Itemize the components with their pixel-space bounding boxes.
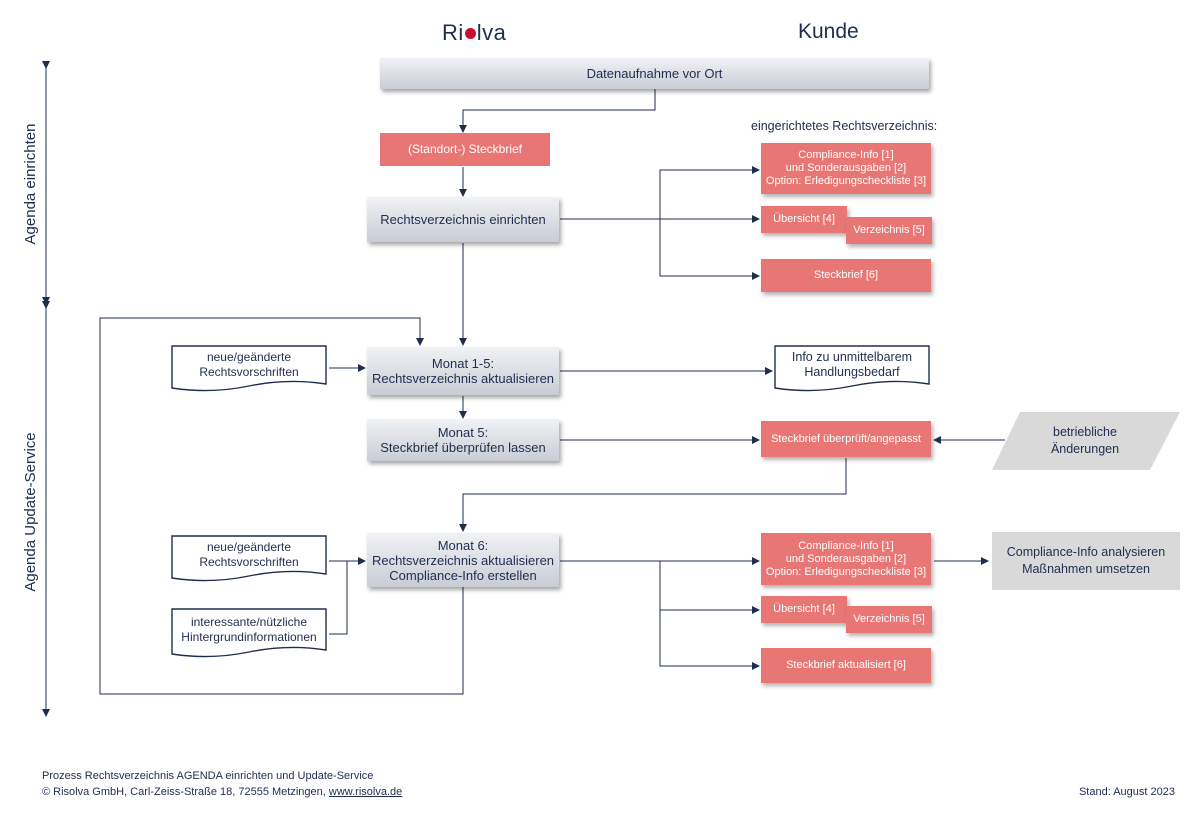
uebersicht-box-top: Übersicht [4] xyxy=(761,206,847,233)
footer-info: Prozess Rechtsverzeichnis AGENDA einrich… xyxy=(42,768,642,802)
arrow-to-compliance-top xyxy=(659,166,760,219)
compliance-box-bottom: Compliance-Info [1] und Sonderausgaben [… xyxy=(761,533,931,585)
uebersicht-box-bottom: Übersicht [4] xyxy=(761,596,847,623)
arrow-steckbrief-monat6 xyxy=(459,458,847,532)
footer-address: © Risolva GmbH, Carl-Zeiss-Straße 18, 72… xyxy=(42,786,329,798)
arrow-hintergrund-monat6 xyxy=(329,561,348,635)
monat15-box: Monat 1-5: Rechtsverzeichnis aktualisier… xyxy=(367,347,559,395)
doc-shape-neue-1 xyxy=(171,345,327,392)
steckbrief-ueberprueft-box: Steckbrief überprüft/angepasst xyxy=(761,421,931,457)
doc-shape-neue-2 xyxy=(171,535,327,582)
neue-rechtsvorschriften-doc-2: neue/geänderte Rechtsvorschriften xyxy=(199,540,299,569)
arrow-feedback-loop xyxy=(99,317,464,695)
logo-dot-icon xyxy=(464,28,476,40)
arrow-datenaufnahme-steckbrief xyxy=(459,89,656,133)
compliance-analysieren-box: Compliance-Info analysieren Maßnahmen um… xyxy=(992,532,1180,590)
datenaufnahme-box: Datenaufnahme vor Ort xyxy=(380,58,929,89)
einrichten-box: Rechtsverzeichnis einrichten xyxy=(367,197,559,242)
side-label-update: Agenda Update-Service xyxy=(21,432,39,592)
steckbrief6-box-top: Steckbrief [6] xyxy=(761,259,931,292)
steckbrief-box: (Standort-) Steckbrief xyxy=(380,133,550,166)
hintergrundinformationen-doc: interessante/nützliche Hintergrundinform… xyxy=(181,615,317,644)
footer-website-link[interactable]: www.risolva.de xyxy=(328,786,403,798)
info-handlungsbedarf-doc: Info zu unmittelbarem Handlungsbedarf xyxy=(791,350,913,379)
doc-shape-hintergrund xyxy=(171,608,327,658)
verzeichnis-box-top: Verzeichnis [5] xyxy=(846,217,932,244)
footer-line-1: Prozess Rechtsverzeichnis AGENDA einrich… xyxy=(42,770,374,782)
arrow-to-steckbrief-bottom xyxy=(659,561,760,670)
neue-rechtsvorschriften-doc-1: neue/geänderte Rechtsvorschriften xyxy=(199,350,299,379)
side-label-einrichten: Agenda einrichten xyxy=(21,123,39,245)
compliance-box-top: Compliance-Info [1] und Sonderausgaben [… xyxy=(761,143,931,194)
parallelogram-betriebliche xyxy=(992,412,1180,470)
monat6-box: Monat 6: Rechtsverzeichnis aktualisieren… xyxy=(367,533,559,587)
monat5-box: Monat 5: Steckbrief überprüfen lassen xyxy=(367,419,559,461)
footer-stand: Stand: August 2023 xyxy=(1078,786,1175,798)
doc-shape-info xyxy=(774,345,930,392)
betriebliche-aenderungen: betriebliche Änderungen xyxy=(1050,425,1120,456)
eingerichtet-label: eingerichtetes Rechtsverzeichnis: xyxy=(751,119,938,133)
steckbrief-aktualisiert-box: Steckbrief aktualisiert [6] xyxy=(761,648,931,683)
arrow-to-uebersicht-bottom xyxy=(659,561,760,614)
verzeichnis-box-bottom: Verzeichnis [5] xyxy=(846,606,932,633)
footer-line-2: © Risolva GmbH, Carl-Zeiss-Straße 18, 72… xyxy=(42,784,642,800)
arrow-to-steckbrief6-top xyxy=(659,219,760,280)
kunde-header: Kunde xyxy=(798,20,859,43)
